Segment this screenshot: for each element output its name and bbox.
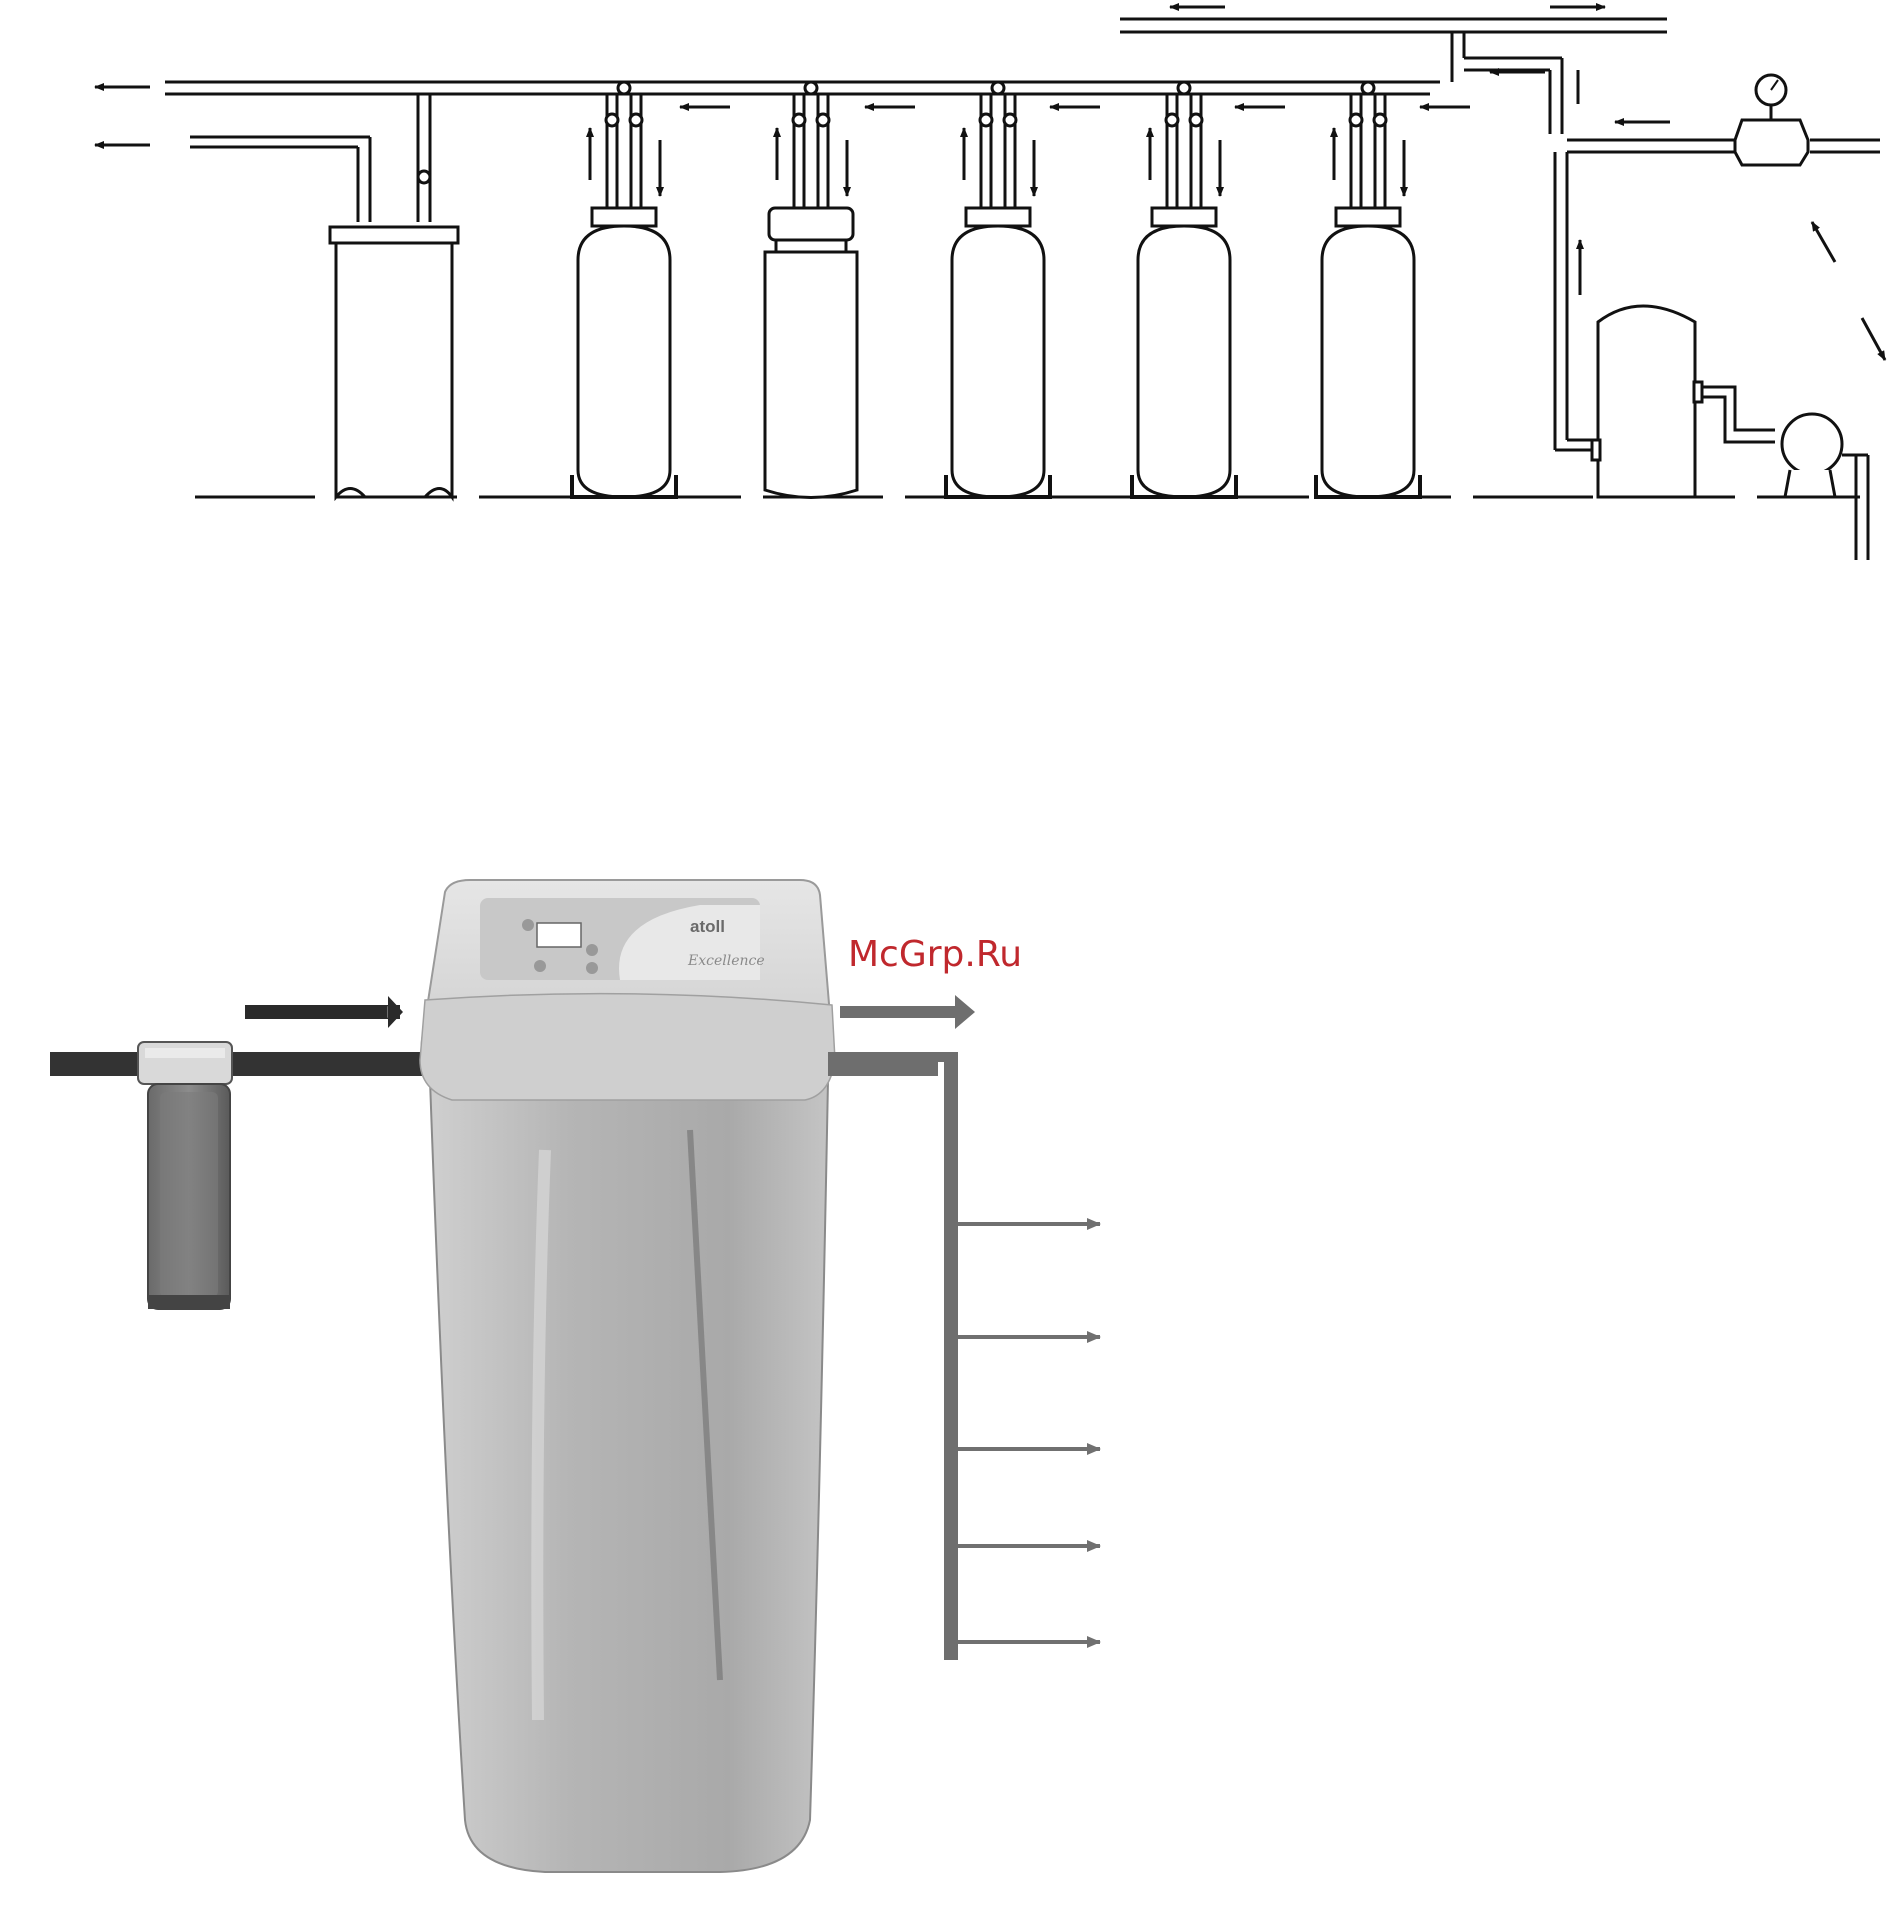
pump-icon	[1782, 414, 1868, 560]
outlet-arrow-head	[955, 995, 975, 1029]
salt-tank-unit	[330, 227, 458, 497]
softener-cabinet-icon: atoll Excellence	[420, 880, 835, 1872]
filter-tank	[572, 82, 676, 497]
watermark: McGrp.Ru	[848, 934, 1022, 975]
pressure-gauge-icon	[1735, 75, 1808, 165]
model-label: Excellence	[687, 953, 765, 969]
brand-label: atoll	[690, 917, 725, 936]
flow-arrows-diagonal	[1812, 222, 1885, 360]
filter-tank	[765, 82, 857, 498]
filter-tank	[946, 82, 1050, 497]
inlet-pipe	[50, 1052, 430, 1076]
filter-housing-icon	[138, 1042, 232, 1309]
filter-tank	[1316, 82, 1420, 497]
pressure-tank-icon	[1592, 306, 1775, 497]
filter-tanks	[572, 82, 1420, 498]
top-flow-arrows	[95, 7, 1670, 295]
inlet-arrow-head	[388, 996, 403, 1028]
filter-tank	[1132, 82, 1236, 497]
outlet-manifold	[828, 1052, 958, 1660]
branch-outlets	[958, 1224, 1100, 1642]
